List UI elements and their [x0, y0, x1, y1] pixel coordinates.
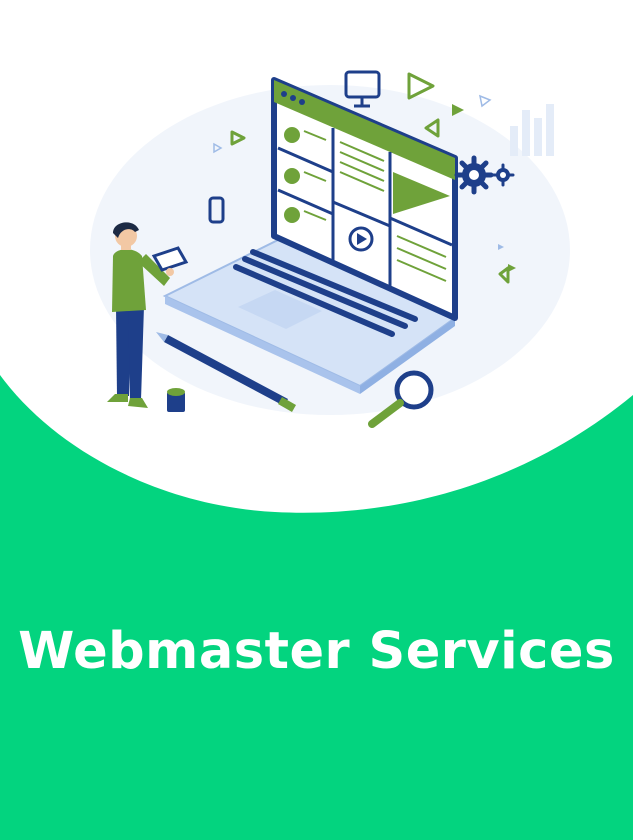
bar-chart-icon: [510, 104, 554, 156]
play-icon: [348, 226, 374, 252]
magnifier-icon: [368, 370, 434, 428]
gear-icon: [454, 155, 515, 195]
ink-bottle-icon: [167, 388, 185, 412]
phone-icon: [208, 196, 225, 224]
triangle-icon: [230, 72, 510, 284]
pen-icon: [156, 332, 296, 412]
laptop: [162, 77, 458, 394]
person-figure: [107, 222, 189, 408]
page-title: Webmaster Services: [18, 622, 615, 681]
monitor-icon: [344, 70, 381, 108]
